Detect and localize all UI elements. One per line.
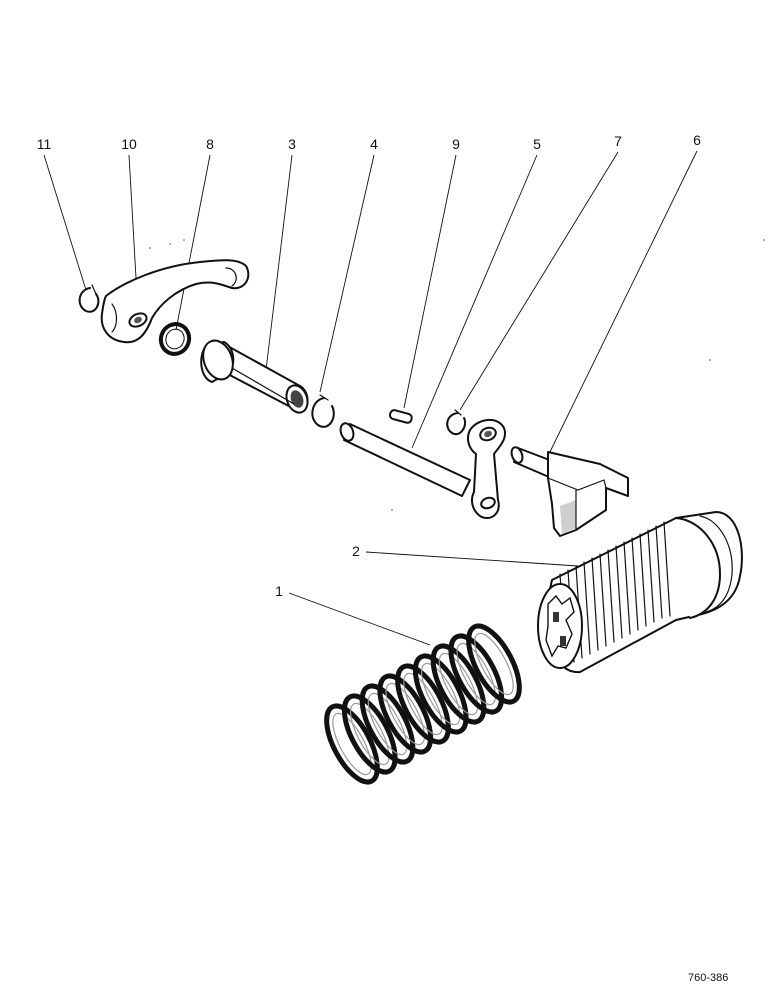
shift-fork-part-6 [510, 446, 629, 537]
o-ring-part-8 [158, 322, 192, 356]
spring-coil-highlight [420, 662, 461, 726]
circlip-part-11 [78, 284, 100, 313]
callout-11: 11 [37, 136, 52, 152]
spring-coil-highlight [403, 672, 443, 736]
leader-line-4 [319, 154, 375, 393]
callout-7: 7 [614, 133, 622, 149]
spring-coil [466, 623, 522, 705]
spring-coil-highlight [474, 632, 514, 696]
key-part-9 [388, 409, 413, 424]
spring-coil-highlight [349, 702, 390, 766]
shaft-crank-part-5 [339, 419, 506, 519]
reference-code: 760-386 [688, 972, 728, 984]
leader-line-6 [547, 150, 698, 457]
spring-coil [448, 633, 505, 715]
splined-hub-part-2 [537, 511, 743, 674]
coil-spring-part-1 [324, 623, 522, 785]
spring-coil-highlight [438, 652, 479, 716]
spring-coil-highlight [456, 642, 497, 706]
leader-line-2 [365, 551, 579, 567]
leader-line-5 [411, 154, 538, 449]
callout-2: 2 [352, 543, 360, 559]
leader-line-11 [43, 154, 87, 291]
scan-specks [149, 239, 765, 511]
leader-line-7 [459, 151, 619, 411]
leader-line-8 [175, 154, 211, 331]
sleeve-part-3 [200, 339, 309, 414]
spring-coil [395, 663, 451, 745]
callout-4: 4 [370, 136, 378, 152]
circlip-part-7 [446, 409, 466, 436]
leader-line-9 [403, 154, 457, 409]
callout-3: 3 [288, 136, 296, 152]
callout-8: 8 [206, 136, 214, 152]
circlip-part-4 [311, 394, 335, 428]
lever-arm-part-10 [100, 259, 250, 344]
callout-10: 10 [121, 136, 137, 152]
spring-coil [341, 693, 398, 775]
spring-coil [412, 653, 469, 735]
spring-coil [359, 683, 416, 765]
spring-coil-highlight [332, 712, 372, 776]
spring-coil-highlight [385, 682, 426, 746]
spring-coil-highlight [367, 692, 408, 756]
leader-line-10 [128, 154, 137, 279]
leader-line-1 [288, 592, 431, 646]
spring-coil [430, 643, 487, 725]
leader-lines [43, 150, 698, 646]
callout-1: 1 [275, 583, 283, 599]
callout-9: 9 [452, 136, 460, 152]
spring-coil [377, 673, 434, 755]
leader-line-3 [265, 154, 293, 371]
callout-5: 5 [533, 136, 541, 152]
callout-6: 6 [693, 132, 701, 148]
